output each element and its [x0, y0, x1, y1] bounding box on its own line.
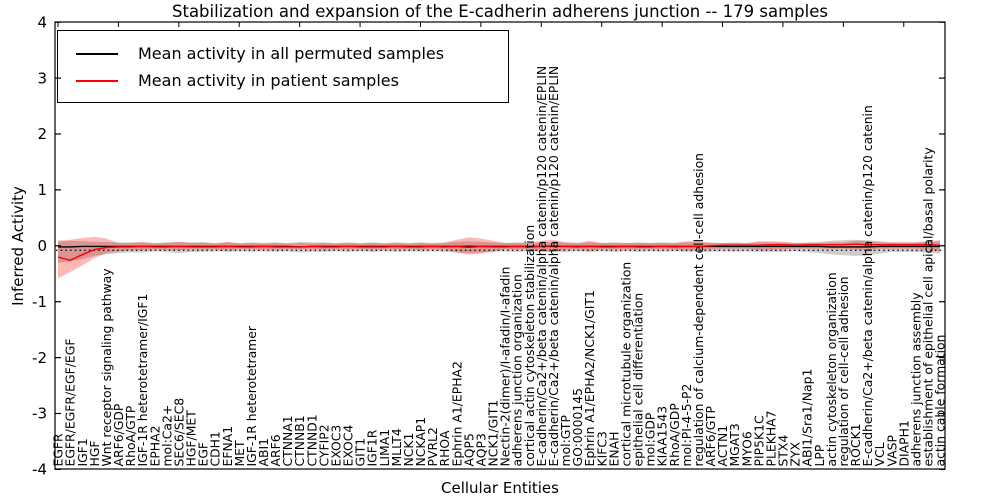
x-tick-label: regulation of calcium-dependent cell-cel…: [691, 153, 706, 467]
x-tick-label: mol:PI-4-5-P2: [679, 384, 694, 467]
y-tick-label: 2: [37, 125, 47, 143]
x-tick-label: mol:GTP: [558, 415, 573, 467]
x-tick-label: CDH1: [208, 431, 223, 466]
x-tick-label: regulation of cell-cell adhesion: [836, 276, 851, 466]
x-tick-label: ARF6/GDP: [111, 403, 126, 466]
x-tick-label: LPP: [812, 444, 827, 466]
x-axis-label: Cellular Entities: [441, 479, 559, 497]
x-tick-label: KIAA1543: [655, 406, 670, 467]
x-tick-label: establishment of epithelial cell apical/…: [921, 147, 936, 466]
x-tick-label: AQP3: [473, 433, 488, 466]
x-tick-label: mol:GDP: [643, 412, 658, 466]
x-tick-label: HGF: [87, 440, 102, 466]
x-tick-label: MGAT3: [727, 423, 742, 466]
x-tick-label: E-cadherin/Ca2+/beta catenin/alpha caten…: [546, 66, 561, 467]
y-tick-label: -2: [32, 349, 47, 367]
x-tick-label: ENAH: [606, 432, 621, 467]
x-tick-label: cortical actin cytoskeleton stabilizatio…: [522, 225, 537, 467]
x-tick-label: CYFIP2: [316, 424, 331, 466]
x-tick-label: actin cytoskeleton organization: [824, 272, 839, 466]
permuted-line-swatch: [76, 52, 118, 55]
x-tick-label: IGF1R: [365, 429, 380, 466]
x-tick-label: EGF: [196, 442, 211, 467]
x-tick-label: RHOA: [437, 430, 452, 466]
y-tick-label: -3: [32, 405, 47, 423]
x-tick-label: actin cable formation: [933, 335, 948, 467]
legend-label-permuted: Mean activity in all permuted samples: [138, 43, 445, 63]
y-tick-label: 0: [37, 237, 47, 255]
x-tick-label: PIP5K1C: [751, 415, 766, 466]
x-tick-label: GO:0000145: [570, 388, 585, 467]
x-tick-label: IGF-1R heterotetramer/IGF1: [135, 294, 150, 467]
x-tick-label: CTNNA1: [280, 415, 295, 466]
legend-item-permuted: Mean activity in all permuted samples: [70, 40, 496, 67]
x-tick-label: ARF6/GTP: [703, 406, 718, 467]
patient-line-swatch: [76, 79, 118, 82]
x-tick-label: VASP: [884, 434, 899, 466]
x-tick-label: KIFC3: [594, 431, 609, 466]
x-tick-label: adherens junction organization: [510, 274, 525, 466]
x-tick-label: EXOC4: [341, 425, 356, 467]
legend-item-patient: Mean activity in patient samples: [70, 67, 496, 94]
x-tick-label: NCKAP1: [413, 417, 428, 467]
x-tick-label: epithelial cell differentiation: [631, 293, 646, 467]
x-tick-label: HGF/MET: [184, 410, 199, 467]
x-tick-label: AQP5: [461, 433, 476, 466]
patient-mean-line: [57, 243, 941, 262]
x-tick-label: ABI1/Sra1/Nap1: [800, 369, 815, 467]
x-tick-label: EXOC3: [328, 425, 343, 467]
x-tick-label: EPHA2: [147, 426, 162, 467]
x-tick-label: EGFR: [51, 433, 66, 467]
x-tick-label: Ephrin A1/EPHA2: [449, 361, 464, 466]
x-tick-label: DIAPH1: [896, 420, 911, 466]
x-tick-label: SEC6/SEC8: [171, 398, 186, 467]
x-tick-label: PLEKHA7: [763, 410, 778, 466]
x-tick-label: E-cadherin/Ca2+/beta catenin/alpha caten…: [860, 105, 875, 466]
legend: Mean activity in all permuted samples Me…: [57, 30, 509, 103]
y-tick-label: 3: [37, 69, 47, 87]
x-tick-label: CTNND1: [304, 414, 319, 466]
x-tick-label: PVRL2: [425, 427, 440, 466]
x-tick-label: Ephrin A1/EPHA2/NCK1/GIT1: [582, 290, 597, 466]
x-tick-label: NCK1/GIT1: [486, 400, 501, 467]
x-tick-label: MLLT4: [389, 428, 404, 466]
x-tick-label: IGF1: [75, 438, 90, 466]
y-tick-label: 1: [37, 181, 47, 199]
x-tick-label: adherens junction assembly: [908, 292, 923, 466]
x-tick-label: ARF6: [268, 434, 283, 466]
legend-label-patient: Mean activity in patient samples: [138, 70, 399, 90]
y-tick-label: -4: [32, 461, 47, 479]
x-tick-label: CTNNB1: [292, 415, 307, 466]
x-tick-label: GIT1: [353, 438, 368, 467]
x-tick-label: RhoA/GTP: [123, 405, 138, 466]
x-tick-label: mol:Ca2+: [159, 405, 174, 467]
x-tick-label: MET: [232, 440, 247, 467]
x-tick-label: RhoA/GDP: [667, 403, 682, 467]
chart-title: Stabilization and expansion of the E-cad…: [172, 2, 828, 21]
y-tick-label: 4: [37, 13, 47, 31]
x-tick-label: Wnt receptor signaling pathway: [99, 268, 114, 466]
x-tick-label: VCL: [872, 442, 887, 466]
y-tick-label: -1: [32, 293, 47, 311]
x-tick-label: EFNA1: [220, 426, 235, 467]
x-tick-label: STX4: [776, 435, 791, 467]
x-tick-label: IGF-1R heterotetramer: [244, 325, 259, 466]
x-tick-label: ABI1: [256, 438, 271, 467]
x-tick-label: NCK1: [401, 433, 416, 467]
x-tick-label: MYO6: [739, 431, 754, 466]
x-tick-label: cortical microtubule organization: [618, 262, 633, 467]
x-tick-label: ZYX: [788, 441, 803, 466]
x-tick-label: LIMA1: [377, 429, 392, 467]
x-tick-label: E-cadherin/Ca2+/beta catenin/alpha caten…: [534, 66, 549, 467]
x-tick-label: ACTN1: [715, 425, 730, 467]
x-tick-label: ROCK1: [848, 423, 863, 466]
x-tick-label: Nectin-2(dimer)/I-afadin/I-afadin: [498, 266, 513, 466]
x-tick-label: EGFR/EGFR/EGF/EGF: [63, 339, 78, 467]
